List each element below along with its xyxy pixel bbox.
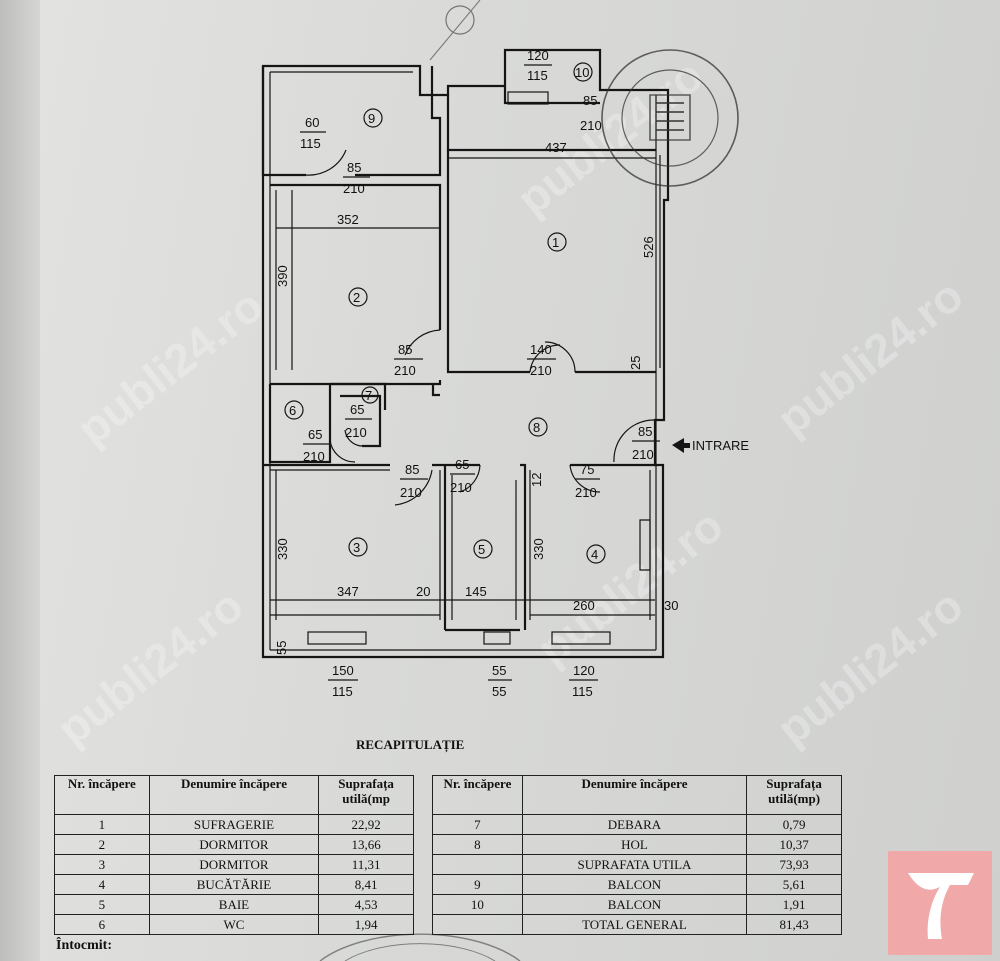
header-nr: Nr. încăpere bbox=[432, 775, 523, 815]
outer-walls bbox=[261, 48, 670, 659]
prepared-by-label: Întocmit: bbox=[56, 938, 112, 953]
room-number-8: 8 bbox=[533, 420, 540, 435]
room-numbers: 1 2 3 4 5 6 7 8 9 10 bbox=[284, 62, 606, 564]
bird-logo-icon bbox=[908, 873, 974, 939]
page-edge-shadow bbox=[0, 0, 40, 961]
brand-logo[interactable] bbox=[888, 851, 992, 955]
hall-walls bbox=[268, 382, 656, 464]
recap-title: RECAPITULAȚIE bbox=[356, 737, 465, 752]
cadastre-stamp bbox=[601, 49, 739, 187]
bottom-room-walls bbox=[263, 463, 655, 632]
svg-text:20: 20 bbox=[416, 584, 430, 599]
room-number-4: 4 bbox=[591, 547, 598, 562]
header-name: Denumire încăpere bbox=[521, 775, 748, 815]
room-number-1: 1 bbox=[552, 235, 559, 250]
svg-text:75: 75 bbox=[580, 462, 594, 477]
entrance-marker: INTRARE bbox=[672, 438, 749, 453]
svg-text:390: 390 bbox=[275, 265, 290, 287]
svg-text:85: 85 bbox=[638, 424, 652, 439]
svg-text:55: 55 bbox=[274, 641, 289, 655]
svg-text:12: 12 bbox=[529, 473, 544, 487]
header-area: Suprafața utilă(mp) bbox=[746, 775, 842, 815]
balcony-9 bbox=[261, 66, 442, 177]
svg-text:65: 65 bbox=[455, 457, 469, 472]
svg-text:120: 120 bbox=[573, 663, 595, 678]
svg-text:330: 330 bbox=[531, 538, 546, 560]
svg-text:85: 85 bbox=[405, 462, 419, 477]
rooms-table-right: Nr. încăpere Denumire încăpere Suprafața… bbox=[432, 775, 842, 935]
svg-text:260: 260 bbox=[573, 598, 595, 613]
bottom-stamp-fragment bbox=[319, 933, 521, 961]
svg-text:347: 347 bbox=[337, 584, 359, 599]
room-number-6: 6 bbox=[289, 403, 296, 418]
svg-text:65: 65 bbox=[308, 427, 322, 442]
svg-text:25: 25 bbox=[628, 356, 643, 370]
room-number-3: 3 bbox=[353, 540, 360, 555]
header-nr: Nr. încăpere bbox=[54, 775, 150, 815]
svg-text:55: 55 bbox=[492, 684, 506, 699]
svg-text:55: 55 bbox=[492, 663, 506, 678]
svg-text:85: 85 bbox=[583, 93, 597, 108]
svg-text:60: 60 bbox=[305, 115, 319, 130]
svg-text:85: 85 bbox=[347, 160, 361, 175]
rooms-table-left: Nr. încăpere Denumire încăpere Suprafața… bbox=[54, 775, 414, 935]
entrance-label: INTRARE bbox=[692, 438, 749, 453]
entrance-arrow-icon bbox=[672, 438, 690, 453]
svg-text:140: 140 bbox=[530, 342, 552, 357]
header-name: Denumire încăpere bbox=[148, 775, 320, 815]
room-number-5: 5 bbox=[478, 542, 485, 557]
room-number-7: 7 bbox=[365, 388, 372, 403]
svg-text:210: 210 bbox=[394, 363, 416, 378]
svg-text:120: 120 bbox=[527, 48, 549, 63]
dimension-labels: 120 115 60 115 85 210 85 210 437 352 390… bbox=[274, 48, 678, 699]
room-1-walls bbox=[446, 150, 661, 374]
svg-text:115: 115 bbox=[300, 136, 321, 151]
svg-text:30: 30 bbox=[664, 598, 678, 613]
svg-text:352: 352 bbox=[337, 212, 359, 227]
svg-text:437: 437 bbox=[545, 140, 567, 155]
svg-text:526: 526 bbox=[641, 236, 656, 258]
svg-text:115: 115 bbox=[527, 68, 548, 83]
svg-text:210: 210 bbox=[530, 363, 552, 378]
svg-text:210: 210 bbox=[303, 449, 325, 464]
svg-text:210: 210 bbox=[343, 181, 365, 196]
svg-text:210: 210 bbox=[580, 118, 602, 133]
room-2-walls bbox=[270, 183, 442, 386]
svg-text:210: 210 bbox=[400, 485, 422, 500]
svg-text:115: 115 bbox=[572, 684, 593, 699]
svg-text:85: 85 bbox=[398, 342, 412, 357]
svg-text:65: 65 bbox=[350, 402, 364, 417]
svg-text:115: 115 bbox=[332, 684, 353, 699]
room-number-10: 10 bbox=[575, 65, 589, 80]
svg-text:210: 210 bbox=[575, 485, 597, 500]
svg-text:210: 210 bbox=[632, 447, 654, 462]
windows bbox=[307, 631, 611, 645]
header-area: Suprafața utilă(mp bbox=[318, 775, 414, 815]
room-number-9: 9 bbox=[368, 111, 375, 126]
svg-text:330: 330 bbox=[275, 538, 290, 560]
room-number-2: 2 bbox=[353, 290, 360, 305]
north-mark-icon bbox=[429, 0, 481, 61]
svg-text:210: 210 bbox=[450, 480, 472, 495]
svg-text:210: 210 bbox=[345, 425, 367, 440]
svg-text:145: 145 bbox=[465, 584, 487, 599]
svg-text:150: 150 bbox=[332, 663, 354, 678]
